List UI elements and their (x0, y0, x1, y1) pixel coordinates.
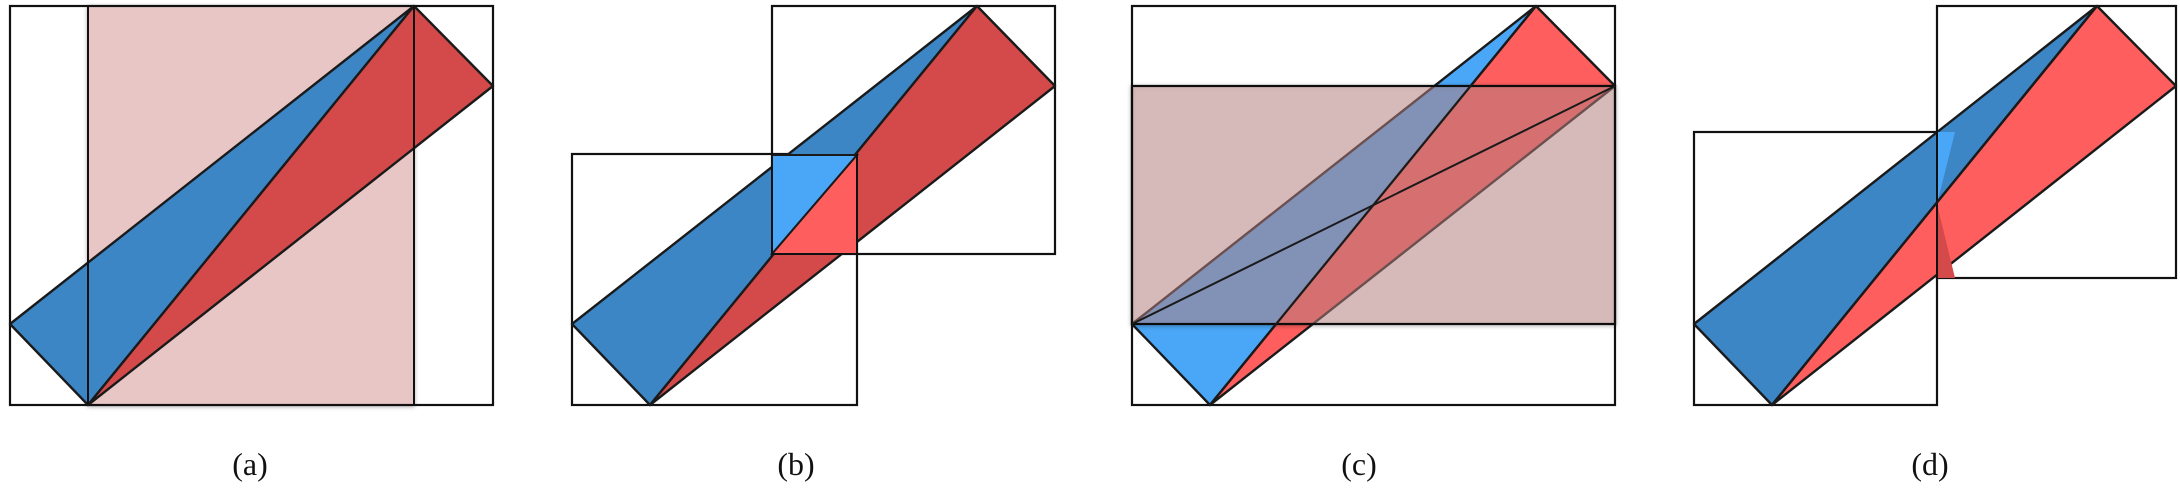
diagonal-edge (1209, 5, 1537, 406)
caption-d: (d) (1911, 446, 1949, 482)
panel-a (8, 4, 495, 407)
box-upper-right (770, 4, 1057, 256)
blue-triangle (1692, 4, 2099, 407)
overlap-blue (1937, 132, 1955, 204)
panel-c (1130, 4, 1617, 407)
caption-a: (a) (232, 446, 268, 482)
diagonal-edge (1771, 5, 2098, 406)
red-triangle (86, 4, 495, 407)
outer-box (8, 4, 495, 407)
panel-d (1692, 4, 2178, 407)
caption-b: (b) (777, 446, 815, 482)
caption-c: (c) (1341, 446, 1377, 482)
red-triangle (1770, 4, 2178, 407)
box-lower-left (570, 152, 859, 407)
overlap-red (1937, 204, 1955, 278)
panel-b (570, 4, 1057, 407)
